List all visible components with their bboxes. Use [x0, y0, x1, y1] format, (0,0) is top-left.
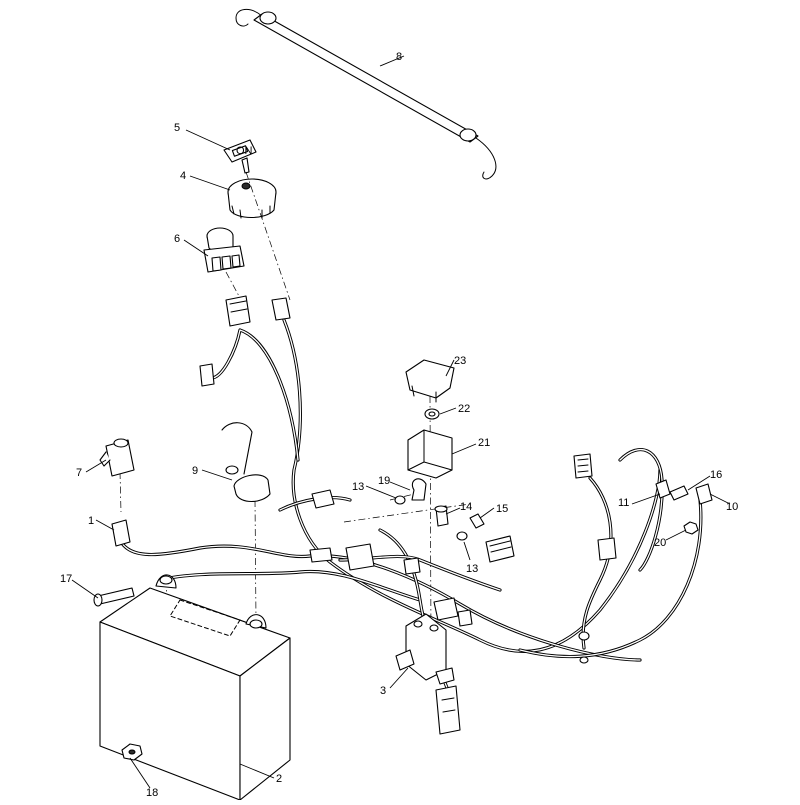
callout-5: 5 — [174, 122, 180, 134]
callout-6: 6 — [174, 233, 180, 245]
callout-20: 22 — [458, 403, 470, 415]
part-18-nut — [121, 743, 143, 761]
callout-15: 15 — [496, 503, 508, 515]
callout-21: 20 — [654, 537, 666, 549]
callout-3: 3 — [380, 685, 386, 697]
part-11-ground-cable — [655, 479, 671, 499]
callout-13-upper: 13 — [352, 481, 364, 493]
part-4-ignition-switch — [227, 178, 277, 219]
callout-14: 14 — [460, 501, 472, 513]
part-21-nut — [683, 521, 699, 535]
callout-8: 8 — [396, 51, 402, 63]
callout-11: 11 — [618, 497, 629, 509]
part-1-connector — [111, 519, 131, 547]
callout-17: 17 — [60, 573, 72, 585]
part-2-battery — [99, 574, 291, 801]
part-23-cover — [405, 359, 455, 403]
part-14-screw — [434, 505, 449, 527]
key-label: ON — [236, 145, 253, 157]
callout-2: 2 — [276, 773, 282, 785]
part-13-washer-upper — [394, 495, 406, 505]
fuse-block — [485, 535, 515, 563]
part-5-key: ON — [223, 139, 257, 174]
part-13-washer-lower — [456, 531, 468, 541]
callout-4: 4 — [180, 170, 186, 182]
wiring-harness — [118, 318, 703, 702]
part-20-washer — [424, 408, 440, 420]
part-3-solenoid — [395, 613, 455, 685]
part-7-seat-switch — [99, 438, 135, 477]
callout-22: 21 — [478, 437, 490, 449]
part-16-bolt — [669, 485, 689, 501]
part-6-pto-switch — [203, 227, 245, 273]
callout-13-lower: 13 — [466, 563, 478, 575]
callout-1: 1 — [88, 515, 94, 527]
part-8-hook-rod — [235, 9, 497, 180]
part-15-screw — [469, 513, 485, 529]
callout-10: 10 — [726, 501, 738, 513]
callout-18: 18 — [146, 787, 158, 799]
part-22-holder — [407, 429, 453, 479]
callout-labels: 8 5 4 6 7 1 9 17 18 2 3 23 22 21 13 19 1… — [60, 51, 738, 799]
harness-connectors — [199, 295, 617, 735]
part-10-cable-end — [695, 483, 713, 505]
part-19-clip — [411, 478, 427, 501]
callout-19: 19 — [378, 475, 390, 487]
callout-7: 7 — [76, 467, 82, 479]
callout-16: 16 — [710, 469, 722, 481]
callout-leaders — [71, 55, 731, 789]
callout-9: 9 — [192, 465, 198, 477]
callout-23: 23 — [454, 355, 466, 367]
part-9-terminal-boot — [221, 422, 271, 503]
